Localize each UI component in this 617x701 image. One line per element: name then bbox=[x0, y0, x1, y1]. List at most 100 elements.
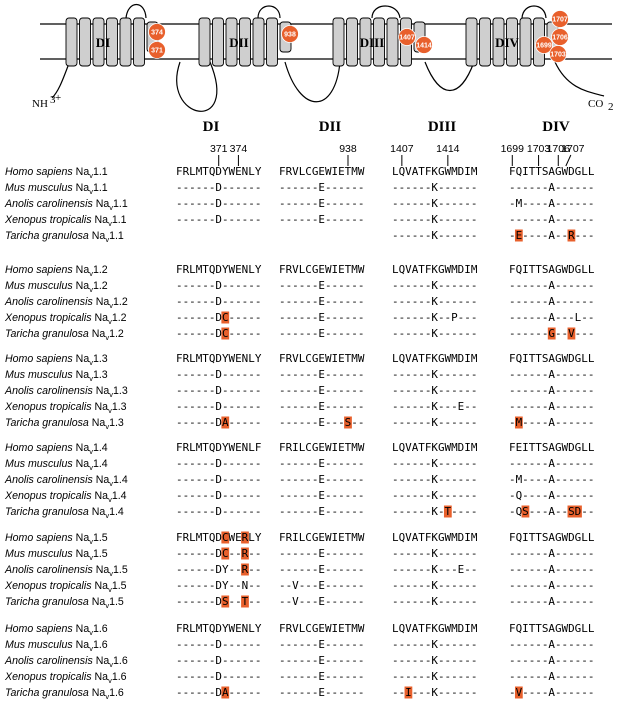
sequence-dii: ------E------ bbox=[279, 401, 364, 413]
site-marker-1699 bbox=[535, 36, 553, 54]
species-label: Homo sapiens Nav1.5 bbox=[5, 532, 108, 546]
c-terminal-tail bbox=[554, 61, 605, 97]
position-tick-1707 bbox=[565, 154, 572, 167]
site-marker-label-1703: 1703 bbox=[550, 52, 566, 59]
sequence-diii: ------K------ bbox=[392, 490, 477, 502]
alignment-row: Xenopus tropicalis Nav1.1------D--------… bbox=[4, 214, 594, 228]
alignment-row: Anolis carolinensis Nav1.3------D-------… bbox=[4, 385, 594, 399]
site-marker-label-1706: 1706 bbox=[552, 35, 568, 42]
sequence-dii: FRVLCGEWIETMW bbox=[279, 353, 365, 365]
residue-highlight bbox=[547, 327, 556, 340]
sequence-diii: LQVATFKGWMDIM bbox=[392, 532, 477, 544]
sequence-dii: FRVLCGEWIETMW bbox=[279, 264, 365, 276]
sequence-di: FRLMTQDCWERLY bbox=[176, 532, 262, 544]
species-label: Homo sapiens Nav1.6 bbox=[5, 623, 108, 637]
sequence-dii: ------E------ bbox=[279, 671, 364, 683]
sequence-diii: ------K---E-- bbox=[392, 564, 477, 576]
sequence-div: -M----A------ bbox=[509, 474, 594, 486]
residue-highlight bbox=[221, 595, 230, 608]
sequence-div: -Q----A------ bbox=[509, 490, 594, 502]
sequence-diii: ------K------ bbox=[392, 596, 477, 608]
species-label: Xenopus tropicalis Nav1.4 bbox=[4, 490, 127, 504]
sequence-diii: ------K------ bbox=[392, 580, 477, 592]
sequence-div: -M----A------ bbox=[509, 198, 594, 210]
alignment-row: Anolis carolinensis Nav1.1------D-------… bbox=[4, 198, 594, 212]
helix-dii-s3 bbox=[225, 17, 238, 67]
sequence-di: ------D------ bbox=[176, 182, 261, 194]
alignment-row: Mus musculus Nav1.2------D------------E-… bbox=[5, 280, 594, 294]
sequence-diii: ------K-T---- bbox=[392, 506, 477, 518]
sequence-div: ------A------ bbox=[509, 458, 594, 470]
helix-div-s3 bbox=[492, 17, 505, 67]
sequence-dii: FRILCGEWIETMW bbox=[279, 532, 365, 544]
helix-di-s3 bbox=[92, 17, 105, 67]
sequence-dii: ------E------ bbox=[279, 548, 364, 560]
domain-label-diii: DIII bbox=[360, 35, 385, 50]
helix-di-s1 bbox=[65, 17, 78, 67]
sequence-diii: ------K------ bbox=[392, 655, 477, 667]
site-marker-374 bbox=[148, 23, 166, 41]
species-label: Taricha granulosa Nav1.4 bbox=[5, 506, 124, 520]
sequence-div: -E----A--R--- bbox=[509, 230, 594, 242]
helix-diii-s1 bbox=[332, 17, 345, 67]
domain-label-div: DIV bbox=[495, 35, 519, 50]
residue-highlight bbox=[221, 686, 230, 699]
alignment-row: Mus musculus Nav1.5------DC--R--------E-… bbox=[5, 547, 594, 562]
sequence-di: ------D------ bbox=[176, 490, 261, 502]
species-label: Taricha granulosa Nav1.2 bbox=[5, 328, 124, 342]
domain-label-dii: DII bbox=[229, 35, 249, 50]
sequence-di: ------D------ bbox=[176, 458, 261, 470]
position-tick-label-1699: 1699 bbox=[501, 143, 525, 155]
sequence-div: ------A------ bbox=[509, 564, 594, 576]
species-label: Anolis carolinensis Nav1.1 bbox=[4, 198, 128, 212]
sequence-di: FRLMTQDYWENLF bbox=[176, 442, 261, 454]
site-marker-1407 bbox=[398, 28, 416, 46]
sequence-di: ------D------ bbox=[176, 474, 261, 486]
sequence-div: -V----A------ bbox=[509, 687, 594, 699]
site-marker-1414 bbox=[415, 36, 433, 54]
domain-label-di: DI bbox=[96, 35, 110, 50]
sequence-diii: LQVATFKGWMDIM bbox=[392, 353, 477, 365]
alignment-row: Taricha granulosa Nav1.1------K-------E-… bbox=[5, 229, 594, 244]
sequence-di: ------DC----- bbox=[176, 328, 261, 340]
residue-highlight bbox=[567, 505, 576, 518]
residue-highlight bbox=[241, 531, 249, 544]
sequence-dii: ------E------ bbox=[279, 214, 364, 226]
sequence-div: -QS---A--SD-- bbox=[509, 506, 594, 518]
n-terminus-label: NH 3 + bbox=[32, 92, 61, 110]
sequence-di: ------D------ bbox=[176, 385, 261, 397]
sequence-div: ------A------ bbox=[509, 655, 594, 667]
sequence-div: FQITTSAGWDGLL bbox=[509, 532, 594, 544]
position-tick-label-371: 371 bbox=[210, 143, 228, 155]
position-tick-label-1414: 1414 bbox=[436, 143, 460, 155]
loop-di-dii bbox=[176, 61, 218, 112]
helix-div-s1 bbox=[465, 17, 478, 67]
residue-highlight bbox=[514, 416, 523, 429]
species-label: Xenopus tropicalis Nav1.5 bbox=[4, 580, 127, 594]
sequence-di: ------DC----- bbox=[176, 312, 261, 324]
residue-highlight bbox=[241, 563, 249, 576]
sequence-diii: ------K------ bbox=[392, 417, 477, 429]
sequence-dii: ------E------ bbox=[279, 198, 364, 210]
sequence-div: ------A------ bbox=[509, 596, 594, 608]
sequence-di: FRLMTQDYWENLY bbox=[176, 623, 262, 635]
alignment-row: Mus musculus Nav1.4------D------------E-… bbox=[5, 458, 594, 472]
residue-highlight bbox=[241, 595, 249, 608]
species-label: Xenopus tropicalis Nav1.3 bbox=[4, 401, 127, 415]
helix-di-s2 bbox=[79, 17, 91, 67]
helix-dii-s2 bbox=[212, 17, 224, 67]
alignment-row: Xenopus tropicalis Nav1.5------DY--N----… bbox=[4, 580, 594, 594]
position-tick-label-1407: 1407 bbox=[390, 143, 414, 155]
species-label: Mus musculus Nav1.2 bbox=[5, 280, 108, 294]
sequence-diii: ------K------ bbox=[392, 474, 477, 486]
sequence-div: ------A------ bbox=[509, 580, 594, 592]
position-tick-label-1706: 1706 bbox=[547, 143, 571, 155]
alignment-row: Anolis carolinensis Nav1.4------D-------… bbox=[4, 474, 594, 488]
species-label: Homo sapiens Nav1.4 bbox=[5, 442, 108, 456]
sequence-div: ------A------ bbox=[509, 548, 594, 560]
site-marker-label-1707: 1707 bbox=[552, 17, 568, 24]
